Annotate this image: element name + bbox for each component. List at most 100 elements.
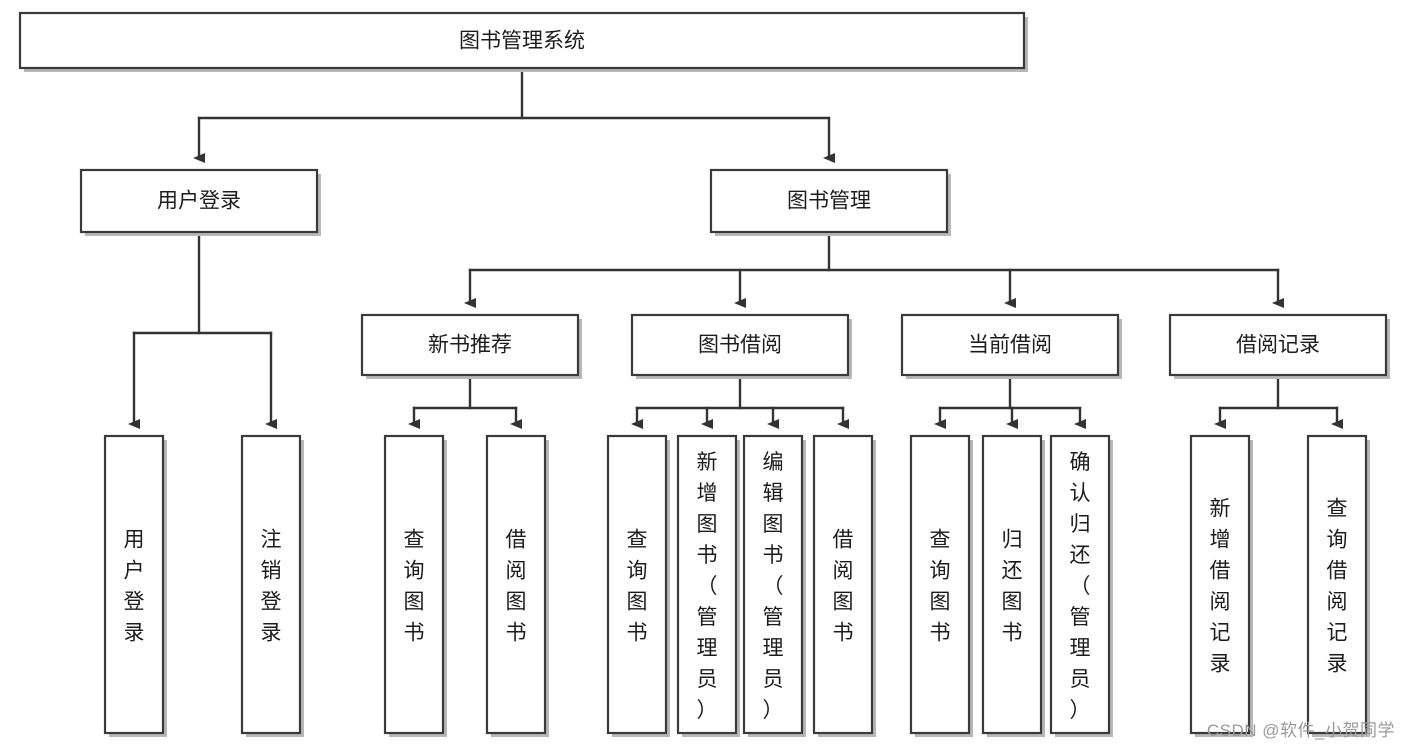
node-root-label: 图书管理系统 bbox=[459, 30, 585, 53]
svg-text:借: 借 bbox=[1327, 560, 1348, 583]
connector-group-book-borrow-to-leaves bbox=[631, 373, 849, 429]
svg-text:查: 查 bbox=[627, 529, 648, 552]
node-new-book-recommend-label: 新书推荐 bbox=[428, 334, 512, 357]
svg-text:注: 注 bbox=[261, 529, 282, 552]
node-leaf-borrow-book[interactable] bbox=[812, 434, 876, 737]
svg-text:图: 图 bbox=[697, 513, 718, 536]
svg-text:书: 书 bbox=[763, 544, 784, 567]
svg-text:录: 录 bbox=[261, 622, 282, 645]
svg-text:新: 新 bbox=[697, 451, 718, 474]
svg-text:记: 记 bbox=[1327, 622, 1348, 645]
svg-text:书: 书 bbox=[833, 622, 854, 645]
svg-text:阅: 阅 bbox=[506, 560, 527, 583]
node-leaf-add-borrow-record[interactable] bbox=[1189, 434, 1253, 737]
leaf-label-layer: 用户登录注销登录查询图书借阅图书查询图书新增图书（管理员）编辑图书（管理员）借阅… bbox=[124, 451, 1348, 722]
svg-text:管: 管 bbox=[697, 606, 718, 629]
svg-text:理: 理 bbox=[763, 637, 784, 660]
connector-group-user-login-to-leaves bbox=[128, 230, 277, 429]
svg-text:录: 录 bbox=[124, 622, 145, 645]
svg-text:图: 图 bbox=[833, 591, 854, 614]
node-book-manage-label: 图书管理 bbox=[787, 190, 871, 213]
node-leaf-user-login[interactable] bbox=[103, 434, 167, 737]
svg-text:借: 借 bbox=[833, 529, 854, 552]
svg-text:（: （ bbox=[763, 575, 784, 598]
svg-text:归: 归 bbox=[1070, 513, 1091, 536]
node-borrow-record-label: 借阅记录 bbox=[1236, 334, 1320, 357]
svg-text:登: 登 bbox=[124, 591, 145, 614]
svg-text:还: 还 bbox=[1070, 544, 1091, 567]
svg-text:查: 查 bbox=[404, 529, 425, 552]
svg-text:）: ） bbox=[763, 699, 784, 722]
svg-text:借: 借 bbox=[1210, 560, 1231, 583]
svg-text:图: 图 bbox=[404, 591, 425, 614]
node-book-borrow-label: 图书借阅 bbox=[698, 334, 782, 357]
svg-text:户: 户 bbox=[124, 560, 145, 583]
node-borrow-record[interactable]: 借阅记录 bbox=[1168, 313, 1390, 379]
connector-group-current-borrow-to-leaves bbox=[934, 373, 1086, 429]
svg-text:书: 书 bbox=[506, 622, 527, 645]
svg-text:）: ） bbox=[1070, 699, 1091, 722]
connector-group-new-book-recommend-to-leaves bbox=[408, 373, 522, 429]
node-leaf-query-book-borrow[interactable] bbox=[606, 434, 670, 737]
node-user-login-label: 用户登录 bbox=[157, 190, 241, 213]
svg-text:归: 归 bbox=[1002, 529, 1023, 552]
node-current-borrow[interactable]: 当前借阅 bbox=[900, 313, 1122, 379]
svg-text:记: 记 bbox=[1210, 622, 1231, 645]
svg-text:确: 确 bbox=[1070, 451, 1091, 474]
svg-text:阅: 阅 bbox=[1210, 591, 1231, 614]
node-leaf-edit-book[interactable] bbox=[742, 434, 806, 737]
svg-text:图: 图 bbox=[627, 591, 648, 614]
node-book-manage[interactable]: 图书管理 bbox=[709, 168, 951, 236]
node-new-book-recommend[interactable]: 新书推荐 bbox=[360, 313, 582, 379]
svg-text:辑: 辑 bbox=[763, 482, 784, 505]
svg-text:理: 理 bbox=[697, 637, 718, 660]
node-current-borrow-label: 当前借阅 bbox=[968, 334, 1052, 357]
svg-text:询: 询 bbox=[627, 560, 648, 583]
svg-text:查: 查 bbox=[1327, 498, 1348, 521]
connector-group-root-to-level1 bbox=[193, 66, 835, 163]
svg-text:登: 登 bbox=[261, 591, 282, 614]
svg-text:图: 图 bbox=[930, 591, 951, 614]
node-leaf-borrow-book-recommend[interactable] bbox=[485, 434, 549, 737]
node-leaf-logout-login[interactable] bbox=[240, 434, 304, 737]
svg-text:询: 询 bbox=[1327, 529, 1348, 552]
node-leaf-return-book[interactable] bbox=[981, 434, 1045, 737]
svg-text:还: 还 bbox=[1002, 560, 1023, 583]
svg-text:图: 图 bbox=[506, 591, 527, 614]
node-leaf-query-book-recommend[interactable] bbox=[383, 434, 447, 737]
svg-text:编: 编 bbox=[763, 451, 784, 474]
svg-text:录: 录 bbox=[1327, 653, 1348, 676]
node-book-borrow[interactable]: 图书借阅 bbox=[630, 313, 852, 379]
svg-text:阅: 阅 bbox=[1327, 591, 1348, 614]
svg-text:书: 书 bbox=[930, 622, 951, 645]
svg-text:管: 管 bbox=[1070, 606, 1091, 629]
svg-text:阅: 阅 bbox=[833, 560, 854, 583]
svg-text:认: 认 bbox=[1070, 482, 1091, 505]
svg-text:借: 借 bbox=[506, 529, 527, 552]
node-leaf-query-borrow-record[interactable] bbox=[1306, 434, 1370, 737]
svg-text:增: 增 bbox=[697, 482, 718, 505]
svg-text:增: 增 bbox=[1210, 529, 1231, 552]
svg-text:书: 书 bbox=[627, 622, 648, 645]
svg-text:录: 录 bbox=[1210, 653, 1231, 676]
node-leaf-query-book-current[interactable] bbox=[909, 434, 973, 737]
node-user-login[interactable]: 用户登录 bbox=[79, 168, 321, 236]
node-root[interactable]: 图书管理系统 bbox=[18, 11, 1028, 72]
svg-text:图: 图 bbox=[1002, 591, 1023, 614]
svg-text:员: 员 bbox=[763, 668, 784, 691]
svg-text:图: 图 bbox=[763, 513, 784, 536]
node-leaf-confirm-return[interactable] bbox=[1049, 434, 1113, 737]
node-leaf-add-book[interactable] bbox=[676, 434, 740, 737]
svg-text:）: ） bbox=[697, 699, 718, 722]
